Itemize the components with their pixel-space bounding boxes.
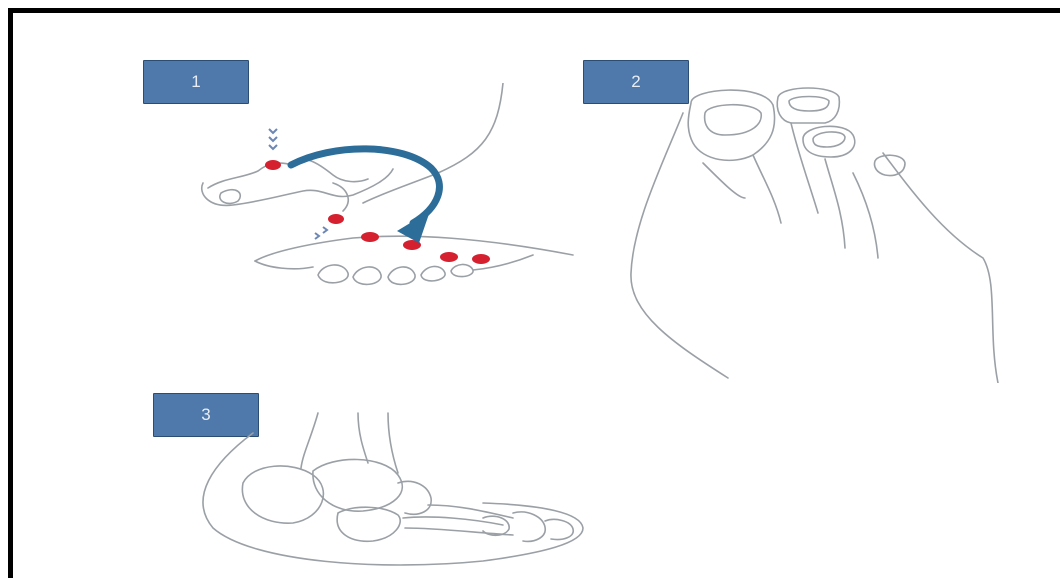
pressure-chevrons-icon <box>269 129 327 239</box>
step-2-illustration <box>613 83 1013 383</box>
step-1-illustration <box>183 83 603 313</box>
pressure-points-icon <box>265 160 490 264</box>
rotation-arrow-icon <box>291 149 439 243</box>
figure-frame: 1 <box>8 8 1060 578</box>
step-3-illustration <box>183 393 603 573</box>
